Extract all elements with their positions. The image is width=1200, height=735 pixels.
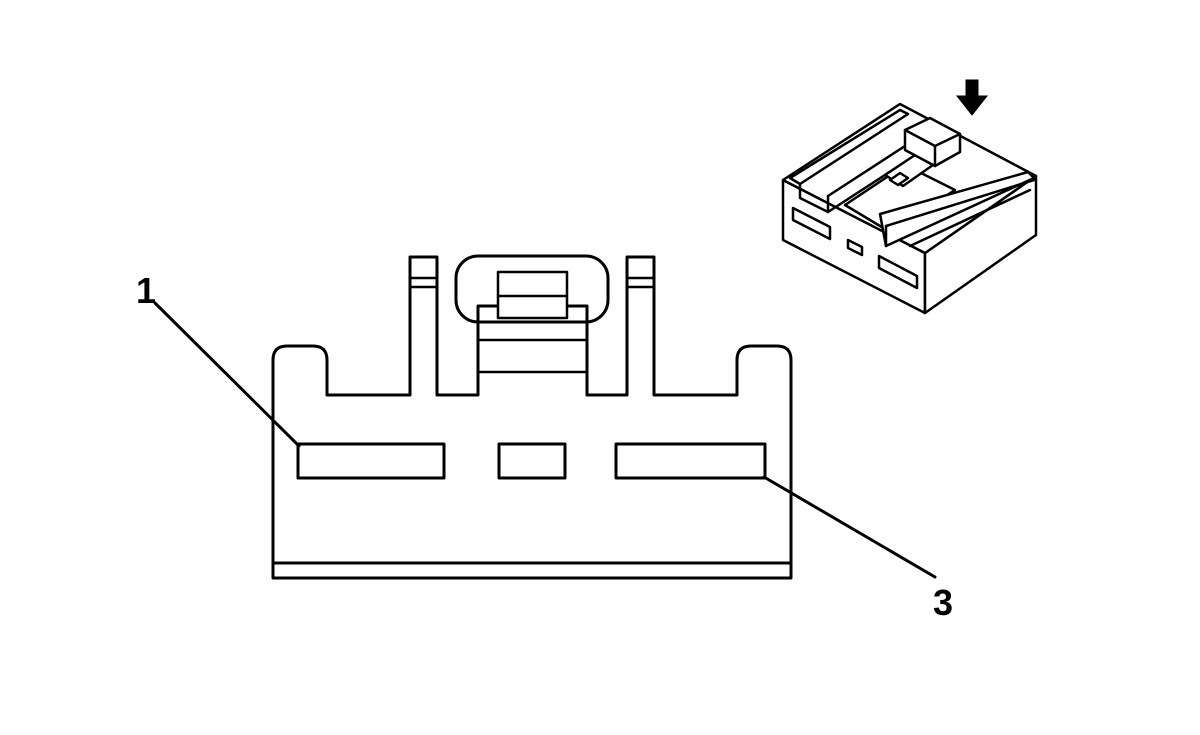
- callout-label-3: 3: [933, 582, 953, 623]
- callout-label-1: 1: [136, 270, 156, 311]
- arrow-down-icon: [955, 79, 989, 116]
- latch-loop: [454, 254, 610, 324]
- cavity-pin-1: [296, 442, 446, 480]
- connector-body-outline: [271, 255, 793, 580]
- cavity-pin-3: [614, 442, 767, 480]
- callout-pin-1: 1: [136, 270, 301, 448]
- connector-isometric-view: [781, 79, 1038, 315]
- cavity-pin-2: [497, 442, 567, 480]
- callout-pin-3: 3: [762, 475, 953, 623]
- connector-face-view: [271, 254, 793, 580]
